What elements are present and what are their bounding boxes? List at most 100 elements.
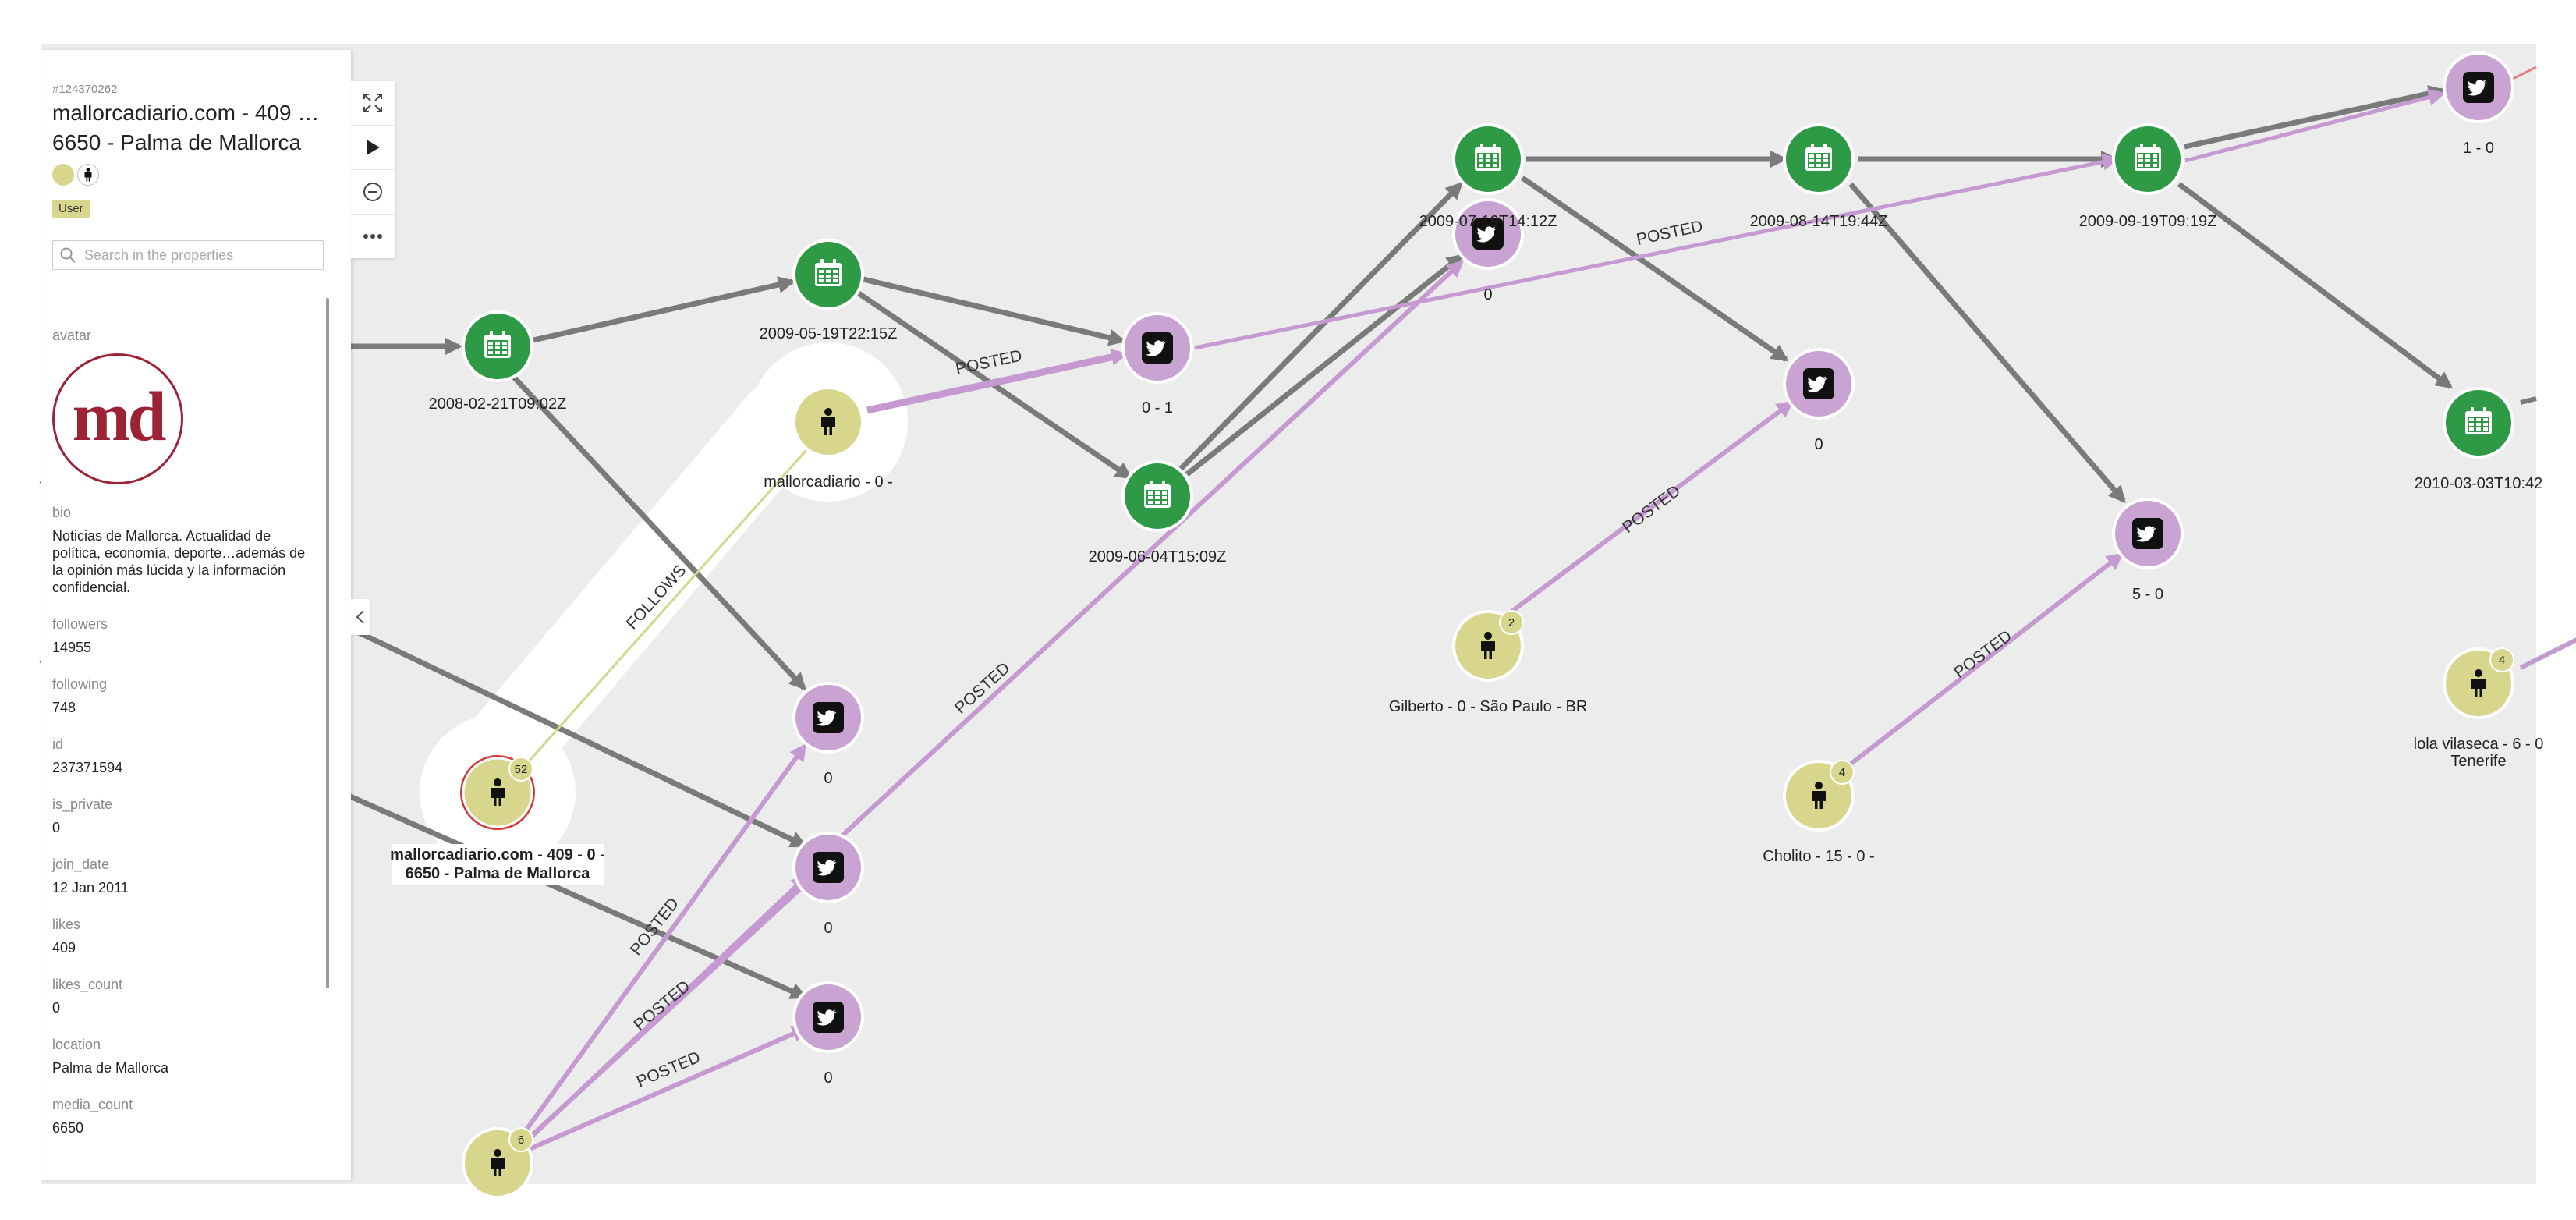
user-node-selected[interactable]: 52: [460, 755, 535, 830]
tweet-node[interactable]: [1452, 198, 1524, 270]
date-node[interactable]: [1452, 123, 1524, 195]
node-label: Gilberto - 0 - São Paulo - BR: [1389, 698, 1588, 715]
user-node[interactable]: [792, 386, 864, 458]
edge[interactable]: [1485, 400, 1795, 633]
edge[interactable]: [2520, 396, 2537, 405]
property-key: media_count: [52, 1097, 133, 1112]
node-label: 0 - 1: [1142, 399, 1173, 417]
edge[interactable]: [1178, 182, 1463, 471]
more-button[interactable]: [351, 215, 395, 258]
calendar-icon: [1475, 144, 1501, 171]
twitter-icon: [2463, 72, 2494, 103]
edge[interactable]: [1194, 153, 2120, 350]
category-tag[interactable]: User: [52, 200, 90, 218]
property-key: location: [52, 1037, 101, 1052]
property-value: Palma de Mallorca: [52, 1060, 169, 1076]
play-layout-button[interactable]: [351, 126, 395, 170]
svg-text:52: 52: [515, 763, 528, 776]
node-label: 0: [824, 1069, 832, 1087]
chevron-left-icon: [356, 610, 364, 624]
nodes-layer: 2008-02-21T09:02Z 2009-05-19T22:15Z 2009…: [390, 51, 2543, 1199]
tweet-node[interactable]: [1121, 312, 1193, 384]
property-key: join_date: [52, 856, 110, 872]
tweet-node[interactable]: [1783, 348, 1855, 420]
zoom-out-button[interactable]: [351, 170, 395, 215]
edge[interactable]: [2177, 182, 2454, 389]
node-label: 2009-08-14T19:44Z: [1750, 213, 1888, 230]
property-key: bio: [52, 505, 72, 520]
edge[interactable]: [515, 442, 814, 776]
user-node[interactable]: 4: [2443, 647, 2514, 719]
date-node[interactable]: [2443, 387, 2514, 459]
user-node[interactable]: 6: [462, 1127, 533, 1199]
calendar-icon: [815, 259, 842, 286]
edge[interactable]: [523, 1026, 810, 1154]
edge[interactable]: [514, 743, 807, 1145]
edge[interactable]: [866, 349, 1129, 414]
tweet-node[interactable]: [792, 832, 864, 903]
edge[interactable]: [533, 276, 795, 343]
property-key: following: [52, 676, 108, 692]
graph-svg[interactable]: POSTED POSTED POSTED POSTED POSTED POSTE…: [39, 44, 2576, 1199]
svg-text:6: 6: [518, 1133, 524, 1147]
panel-scrollbar[interactable]: [326, 298, 329, 988]
count-badge: [1830, 760, 1855, 785]
node-label: 2009-05-19T22:15Z: [760, 325, 898, 342]
calendar-icon: [2135, 144, 2161, 171]
tweet-node[interactable]: [2443, 51, 2514, 123]
twitter-icon: [813, 702, 844, 733]
edge[interactable]: [2184, 88, 2446, 163]
node-id: #124370262: [52, 83, 118, 96]
edge[interactable]: [506, 369, 806, 690]
avatar: md: [52, 353, 183, 484]
property-value: 14955: [52, 640, 92, 655]
node-label: 5 - 0: [2132, 586, 2163, 603]
property-value: 12 Jan 2011: [52, 880, 129, 895]
edge-label-posted: POSTED: [1951, 627, 2015, 682]
edge[interactable]: [1827, 552, 2124, 783]
count-badge: [508, 757, 533, 782]
fullscreen-button[interactable]: [351, 81, 395, 126]
count-badge: [1499, 610, 1524, 635]
search-icon: [60, 247, 76, 263]
user-node[interactable]: 2: [1452, 610, 1524, 682]
tweet-node[interactable]: [2112, 498, 2184, 569]
edge[interactable]: [1185, 254, 1465, 477]
date-node[interactable]: [1783, 123, 1855, 195]
person-icon[interactable]: [77, 164, 99, 186]
svg-text:4: 4: [1839, 766, 1845, 779]
node-label: 2010-03-03T10:42: [2415, 475, 2543, 492]
property-key: id: [52, 736, 64, 752]
property-search-input[interactable]: Search in the properties: [52, 240, 324, 270]
node-label: 0: [824, 920, 832, 937]
edge[interactable]: [838, 260, 1464, 840]
user-node[interactable]: 4: [1783, 760, 1855, 832]
edge[interactable]: [2184, 85, 2446, 150]
date-node[interactable]: [2112, 123, 2184, 195]
edge[interactable]: [514, 882, 807, 1152]
edge[interactable]: [863, 276, 1126, 346]
node-label: 6650 - Palma de Mallorca: [406, 865, 591, 882]
node-label: 2009-06-04T15:09Z: [1089, 548, 1227, 566]
svg-text:2: 2: [1508, 616, 1515, 630]
collapse-panel-button[interactable]: [351, 599, 370, 635]
date-node[interactable]: [792, 239, 864, 310]
edge[interactable]: [1848, 182, 2126, 504]
count-badge: [508, 1127, 533, 1152]
calendar-icon: [2465, 407, 2492, 434]
node-label: mallorcadiario - 0 -: [764, 473, 893, 491]
date-node[interactable]: [462, 310, 533, 382]
color-swatch-icon[interactable]: [52, 164, 74, 186]
zoom-out-icon: [363, 183, 382, 201]
edge[interactable]: [1521, 176, 1789, 362]
tweet-node[interactable]: [792, 981, 864, 1053]
property-value: 748: [52, 700, 76, 715]
graph-canvas[interactable]: POSTED POSTED POSTED POSTED POSTED POSTE…: [39, 44, 2576, 1199]
edge[interactable]: [2519, 637, 2576, 670]
property-value: 0: [52, 1000, 61, 1016]
tweet-node[interactable]: [792, 682, 864, 754]
search-placeholder: Search in the properties: [84, 246, 234, 263]
expand-icon: [363, 94, 382, 112]
date-node[interactable]: [1121, 460, 1193, 532]
